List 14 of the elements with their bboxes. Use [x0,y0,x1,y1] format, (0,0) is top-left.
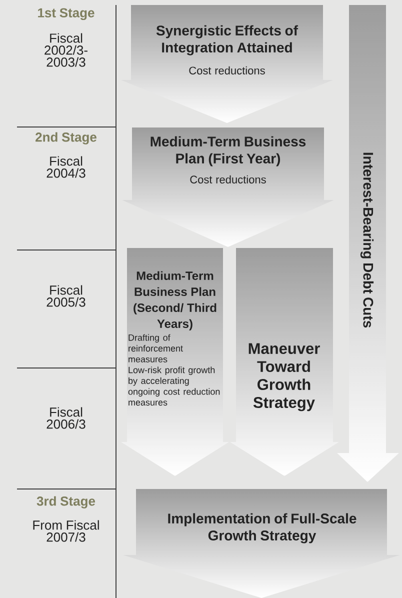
block-arrow: Medium-Term Business Plan (First Year) Cost reductions [150,136,306,184]
period-label: Fiscal 2004/3 [46,156,86,178]
stage-heading: 1st Stage [38,8,94,20]
period-label: Fiscal 2002/3- 2003/3 [44,33,88,67]
block-arrow: Medium-Term Business Plan (Second/ Third Years) Drafting of reinforcement measures Low-risk profit growth by accelerating ongoing cost reduction measures [128,271,220,406]
period-label: Fiscal 2006/3 [46,407,86,429]
block-arrow: Synergistic Effects of Integration Attained Cost reductions [156,25,298,74]
period-label: Fiscal 2005/3 [46,285,86,307]
period-label: From Fiscal 2007/3 [33,520,99,542]
block-arrow: Interest-Bearing Debt Cuts [360,152,374,328]
stage-heading: 2nd Stage [36,132,96,144]
stage-heading: 3rd Stage [36,496,96,508]
block-arrow: Maneuver Toward Growth Strategy [248,343,320,412]
block-arrow: Implementation of Full-Scale Growth Strategy [168,513,356,544]
